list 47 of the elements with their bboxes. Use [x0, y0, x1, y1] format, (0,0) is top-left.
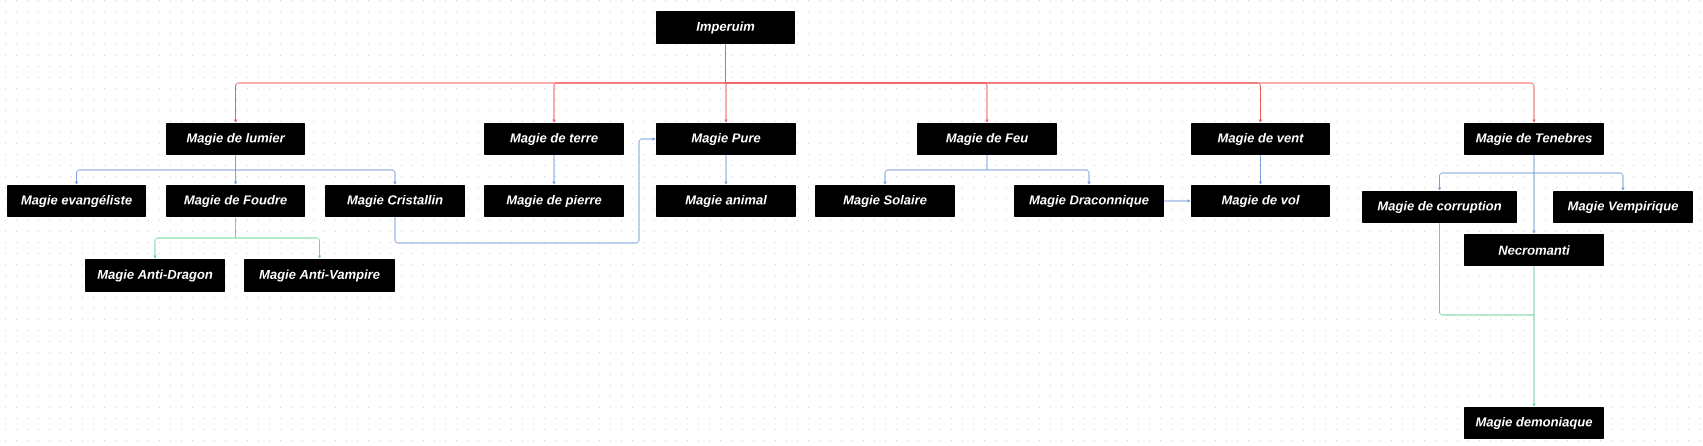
category-box: Magie de Foudre [166, 185, 305, 217]
arrow [552, 82, 727, 123]
category-box: Necromanti [1464, 234, 1604, 266]
arrow [724, 154, 728, 185]
category-box: Magie Pure [656, 123, 796, 155]
arrow [1259, 154, 1262, 185]
connector-line [235, 216, 236, 239]
arrow [153, 237, 236, 259]
arrow [883, 169, 988, 185]
arrow [724, 82, 728, 123]
category-box: Magie de vent [1191, 123, 1330, 155]
arrow [235, 169, 397, 185]
arrow [1532, 314, 1536, 407]
category-box: Magie Anti-Vampire [244, 259, 395, 292]
category-box: Magie de corruption [1362, 191, 1517, 223]
category-box: Magie Vempirique [1553, 191, 1693, 223]
category-box: Magie animal [656, 185, 796, 217]
arrow [75, 169, 236, 185]
connector-line [986, 154, 988, 171]
arrow [235, 237, 322, 259]
arrow [1163, 199, 1191, 203]
category-box: Magie evangéliste [7, 185, 146, 217]
arrow [1533, 172, 1625, 191]
arrow [986, 169, 1091, 185]
connector-line [1439, 222, 1535, 316]
category-box: Magie Anti-Dragon [85, 259, 225, 292]
category-box: Magie de lumier [166, 123, 305, 155]
arrow [1438, 172, 1535, 191]
arrow [1532, 172, 1536, 234]
category-box: Magie de Tenebres [1464, 123, 1604, 155]
category-box: Magie Solaire [815, 185, 955, 217]
category-box: Magie de pierre [484, 185, 624, 217]
connector-line [725, 43, 726, 84]
arrow [394, 137, 656, 244]
category-box: Magie de vol [1191, 185, 1330, 217]
arrow [234, 169, 238, 185]
category-box: Magie de terre [484, 123, 624, 155]
category-box: Magie Cristallin [325, 185, 465, 217]
arrow [552, 154, 556, 185]
category-box: Magie Draconnique [1014, 185, 1164, 217]
connector-line [1533, 154, 1535, 174]
category-box: Magie demoniaque [1464, 407, 1604, 439]
connector-line [235, 154, 236, 171]
category-box: Imperuim [656, 11, 795, 44]
arrow [725, 82, 1536, 123]
category-box: Magie de Feu [917, 123, 1057, 155]
connector-line [1533, 265, 1535, 316]
